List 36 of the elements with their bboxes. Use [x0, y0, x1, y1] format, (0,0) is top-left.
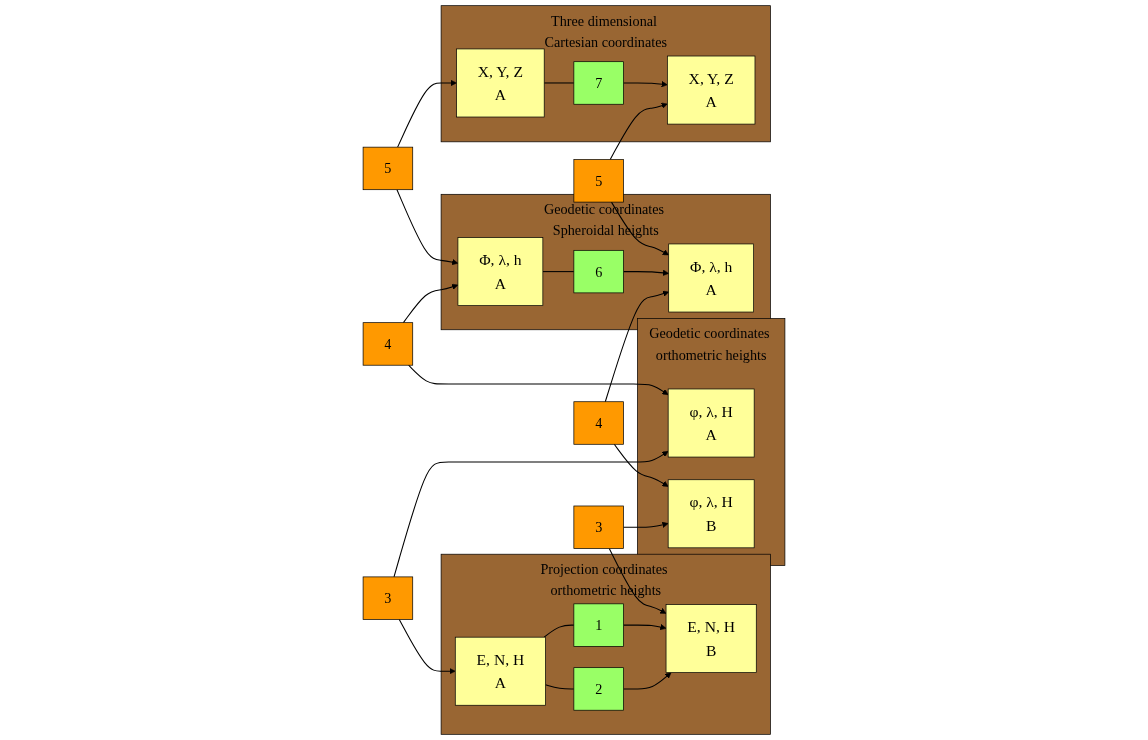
arrow [408, 364, 669, 395]
arrow [622, 81, 668, 88]
arrow [622, 269, 669, 276]
arrow [604, 290, 669, 403]
node-box: φ, λ, H B [667, 479, 755, 549]
connector [542, 271, 575, 273]
node-box: 5 [362, 146, 414, 191]
arrow [396, 189, 459, 266]
arrow [398, 618, 456, 675]
arrow [402, 283, 459, 324]
node-box: E, N, H B [665, 604, 757, 673]
arrow [609, 102, 668, 161]
connector [543, 624, 575, 638]
node-box: 3 [573, 505, 624, 549]
node-box: 4 [573, 401, 624, 445]
node-box: Φ, λ, h A [457, 237, 544, 306]
arrow [622, 624, 667, 631]
node-box: 5 [573, 159, 624, 203]
node-box: 7 [573, 61, 624, 105]
arrow [613, 443, 669, 487]
arrow [622, 521, 669, 528]
node-box: X, Y, Z A [667, 55, 756, 125]
node-box: E, N, H A [454, 636, 546, 706]
node-box: 6 [573, 249, 624, 294]
node-box: φ, λ, H A [667, 388, 755, 458]
node-box: 1 [573, 603, 624, 647]
connector [543, 82, 575, 84]
connector [544, 684, 575, 690]
arrow [393, 451, 669, 578]
arrow [397, 79, 457, 148]
node-box: Φ, λ, h A [668, 243, 754, 313]
node-box: X, Y, Z A [456, 48, 545, 118]
arrow [622, 672, 672, 690]
node-box: 3 [362, 576, 414, 620]
node-box: 4 [362, 322, 414, 366]
node-box: 2 [573, 667, 624, 711]
